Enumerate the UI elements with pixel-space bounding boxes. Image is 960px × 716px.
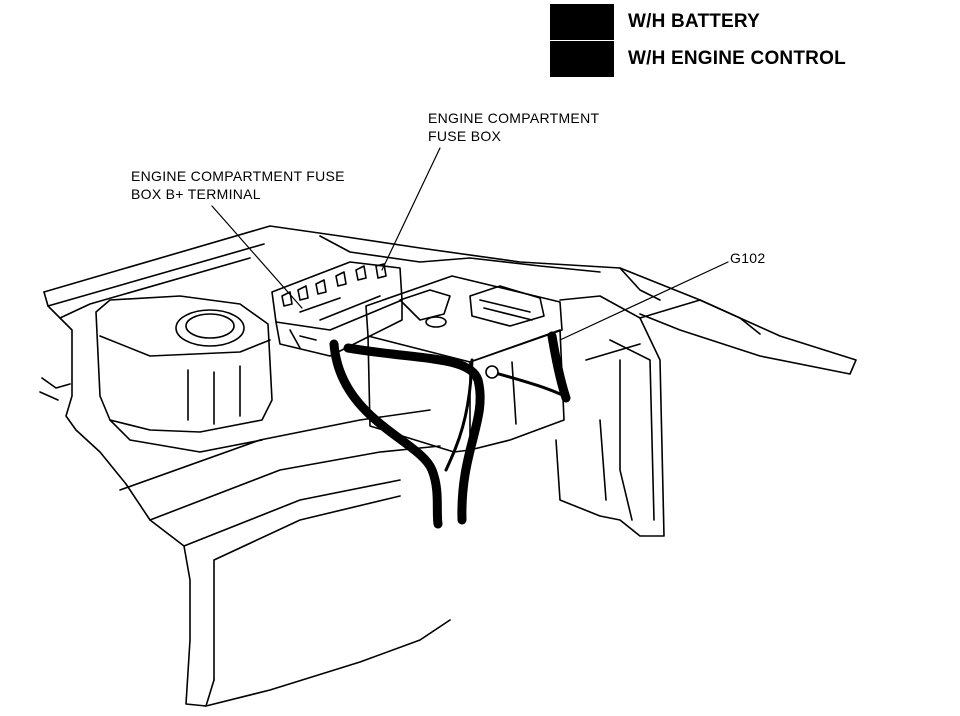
callout-fuse-box-line2: FUSE BOX [428,128,502,144]
legend-item-engine-control: W/H ENGINE CONTROL [550,41,846,77]
callout-g102: G102 [730,249,765,267]
legend-swatch-battery [550,4,614,40]
callout-b-terminal: ENGINE COMPARTMENT FUSE BOX B+ TERMINAL [131,167,345,203]
legend-label-engine-control: W/H ENGINE CONTROL [628,48,846,69]
ground-cable [444,358,570,472]
battery-harness [329,331,571,529]
callout-fuse-box-line1: ENGINE COMPARTMENT [428,110,600,126]
leader-lines [211,147,729,341]
legend-swatch-engine-control [550,41,614,77]
legend-label-battery: W/H BATTERY [628,11,761,32]
legend-item-battery: W/H BATTERY [550,4,760,40]
g102-ground-point [485,365,499,379]
air-cleaner-housing [95,295,273,453]
callout-fuse-box: ENGINE COMPARTMENT FUSE BOX [428,109,599,145]
inner-apron-right [555,295,701,537]
callout-g102-label: G102 [730,250,766,266]
callout-b-terminal-line2: BOX B+ TERMINAL [131,186,261,202]
fuse-box [271,261,403,357]
cowl-structure [319,235,761,335]
callout-b-terminal-line1: ENGINE COMPARTMENT FUSE [131,168,345,184]
